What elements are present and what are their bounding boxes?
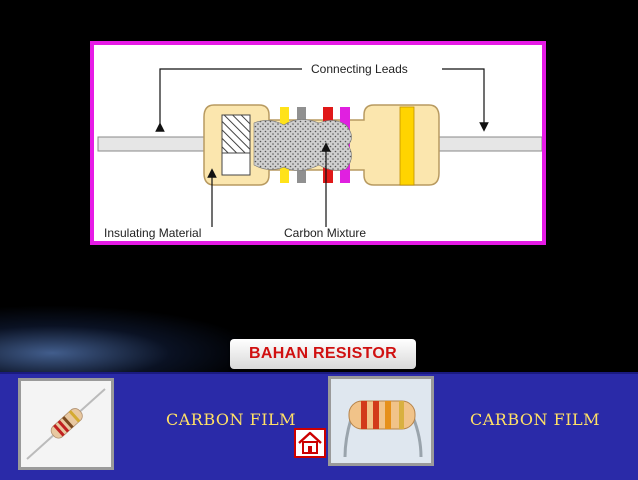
- resistor-photo-right: [331, 379, 431, 463]
- right-lead: [437, 136, 542, 152]
- carbon-mixture: [253, 119, 352, 171]
- label-connecting-leads: Connecting Leads: [311, 62, 408, 76]
- home-button[interactable]: [294, 428, 326, 458]
- label-insulating-material: Insulating Material: [104, 226, 201, 240]
- section-title-tab: BAHAN RESISTOR: [230, 339, 416, 369]
- carbon-film-label-left: CARBON FILM: [166, 410, 297, 429]
- section-title: BAHAN RESISTOR: [249, 345, 397, 362]
- carbon-film-thumbnail-left[interactable]: [18, 378, 114, 470]
- band-gold: [399, 106, 415, 186]
- resistor-diagram: Connecting Leads Insulating Material Car…: [90, 41, 546, 245]
- leads-bracket-right: [442, 68, 489, 132]
- left-lead: [97, 136, 209, 152]
- carbon-film-label-right: CARBON FILM: [470, 410, 601, 429]
- background-glow: [0, 305, 260, 385]
- carbon-film-thumbnail-right[interactable]: [328, 376, 434, 466]
- resistor-photo-left: [21, 381, 111, 467]
- leads-bracket: [155, 68, 302, 132]
- home-icon: [298, 431, 322, 454]
- resistor-diagram-svg: Connecting Leads Insulating Material Car…: [97, 62, 542, 240]
- end-cap-white: [221, 152, 251, 176]
- label-carbon-mixture: Carbon Mixture: [284, 226, 366, 240]
